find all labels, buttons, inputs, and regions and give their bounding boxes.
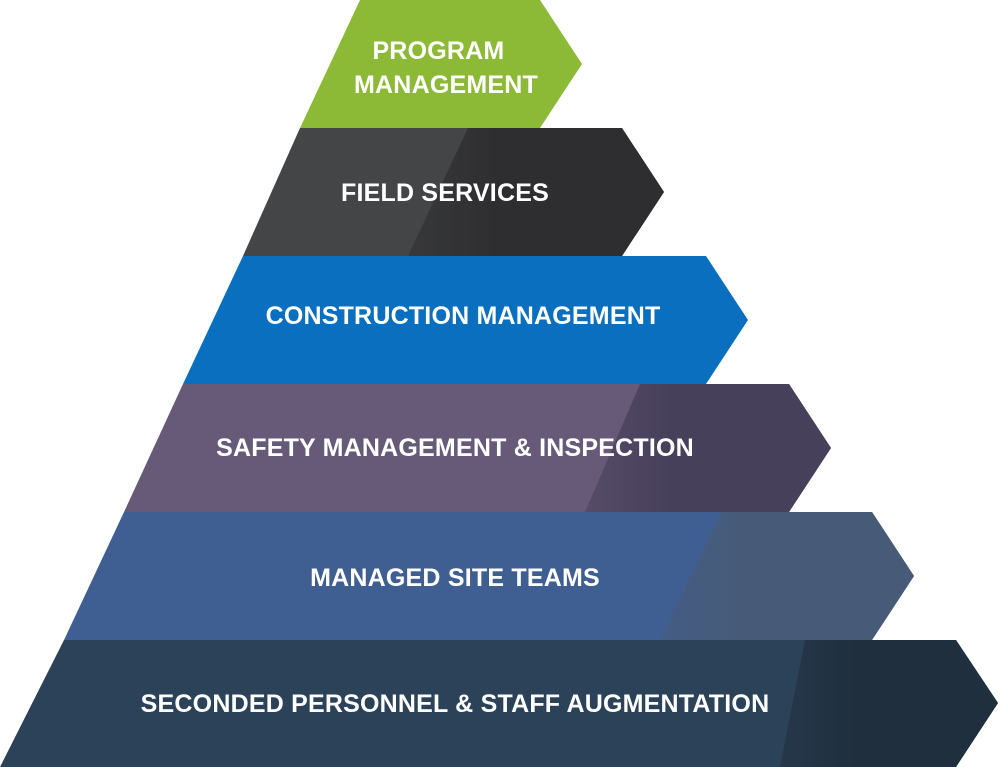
tier-program-management: PROGRAM MANAGEMENT [300,0,582,128]
tier-4-accent [585,384,831,512]
tier-6-band [0,640,998,767]
tier-4-label: SAFETY MANAGEMENT & INSPECTION [216,434,694,462]
tier-2-label: FIELD SERVICES [341,179,549,207]
tier-safety-management: SAFETY MANAGEMENT & INSPECTION [124,384,831,512]
tier-5-accent [660,512,914,640]
tier-2-accent [408,128,664,256]
tier-1-label-line-2: MANAGEMENT [354,71,538,99]
tier-6-label: SECONDED PERSONNEL & STAFF AUGMENTATION [141,690,770,718]
tier-3-band [183,256,748,384]
tier-seconded-personnel: SECONDED PERSONNEL & STAFF AUGMENTATION [0,640,998,767]
tier-1-label: PROGRAM MANAGEMENT [354,37,538,99]
tier-6-accent [780,640,998,767]
tier-field-services: FIELD SERVICES [243,128,664,256]
tier-5-label: MANAGED SITE TEAMS [310,564,600,592]
tier-1-label-line-1: PROGRAM [372,37,504,65]
tier-managed-site-teams: MANAGED SITE TEAMS [64,512,914,640]
tier-1-band [300,0,582,128]
tier-construction-management: CONSTRUCTION MANAGEMENT [183,256,748,384]
tier-3-label: CONSTRUCTION MANAGEMENT [266,302,661,330]
